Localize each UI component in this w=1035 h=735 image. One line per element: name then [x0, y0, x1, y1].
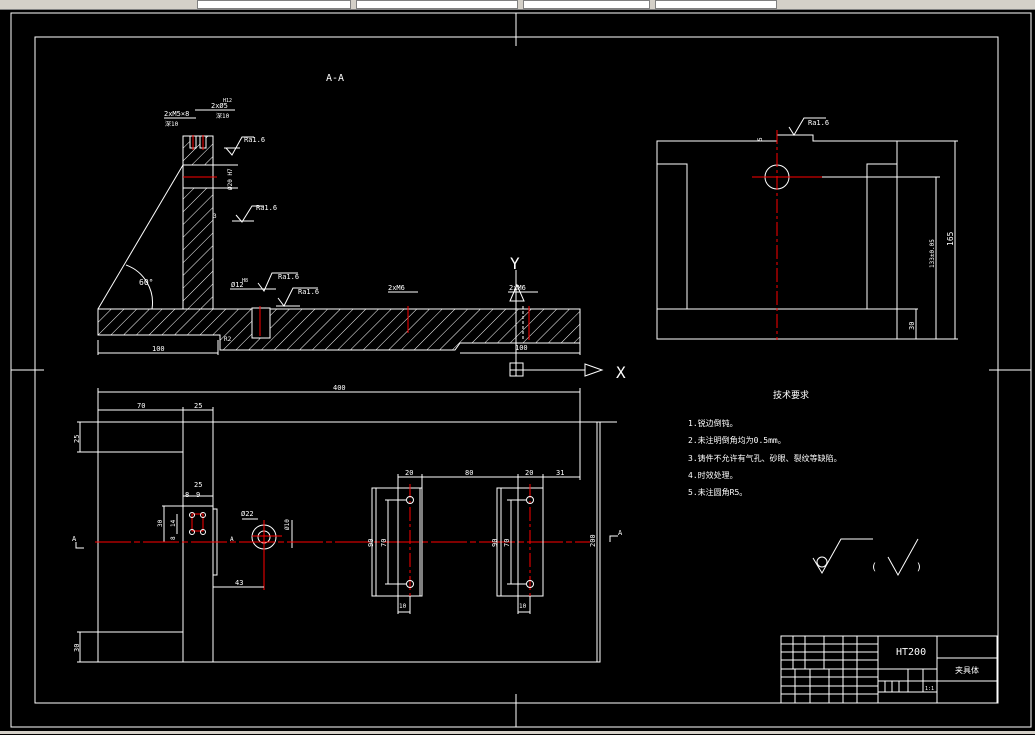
dim-70: 70 [137, 402, 145, 410]
callout-depth: 深10 [165, 120, 179, 128]
dim-43: 43 [235, 579, 243, 587]
dim-31: 31 [556, 469, 564, 477]
callout-h12: H12 [223, 98, 232, 104]
color-dropdown[interactable] [356, 0, 518, 9]
dim-25-left: 25 [73, 435, 81, 443]
general-roughness-icon [812, 538, 919, 577]
roughness-symbol [276, 287, 318, 307]
dim-200: 200 [589, 534, 597, 547]
material-label: HT200 [896, 647, 926, 658]
thread-callout: 2xM6 [388, 284, 405, 292]
dim-30-bottom: 30 [73, 644, 81, 652]
center-marks [11, 13, 1031, 727]
tech-requirement-item: 5.未注圆角R5。 [688, 487, 747, 497]
tech-requirement-item: 2.未注明倒角均为0.5mm。 [688, 435, 786, 445]
part-name: 夹具体 [955, 665, 979, 675]
roughness-label: Ra1.6 [256, 204, 277, 212]
dim-70a: 70 [380, 539, 388, 547]
dim-70b: 70 [503, 539, 511, 547]
y-axis-label: Y [510, 254, 520, 273]
angle-label: 60° [139, 278, 153, 287]
dim-10a: 10 [399, 603, 407, 610]
dim-90b: 90 [491, 539, 499, 547]
dim-14: 14 [170, 519, 177, 527]
dim-90a: 90 [367, 539, 375, 547]
callout-depth-2: 深10 [216, 112, 230, 120]
dim-25-small: 25 [194, 481, 202, 489]
title-block [780, 635, 998, 704]
dim-3: 3 [213, 213, 217, 220]
dim-20b: 20 [525, 469, 533, 477]
ucs-axis-icon [509, 270, 604, 377]
roughness-label: Ra1.6 [278, 273, 299, 281]
dim-10b: 10 [519, 603, 527, 610]
roughness-label: Ra1.6 [298, 288, 319, 296]
dim-20a: 20 [405, 469, 413, 477]
status-bar [0, 731, 1035, 734]
x-axis-label: X [616, 363, 626, 382]
tech-requirement-item: 1.锐边倒钝。 [688, 418, 738, 428]
scale-label: 1:1 [925, 686, 934, 692]
dim-25-top: 25 [194, 402, 202, 410]
callout-phi5: 2xØ5 [211, 102, 228, 110]
section-view: 60° 100 R2 100 2xM5×8 深10 2xØ5 H12 深10 R… [97, 98, 581, 355]
dim-8b: 8 [170, 536, 177, 540]
roughness-symbol [257, 272, 298, 292]
dim-8: 8 [185, 491, 189, 499]
dim-30-side: 30 [908, 322, 916, 330]
hole-tol: H8 [242, 278, 248, 284]
paren-open: ( [871, 562, 877, 573]
dim-phi10: Ø10 [284, 519, 291, 530]
height-dim: Ø20 H7 [227, 168, 234, 190]
dim-9: 9 [196, 491, 200, 499]
section-mark-mid: A [230, 536, 234, 543]
roughness-symbol [232, 205, 264, 223]
dim-phi22: Ø22 [241, 510, 254, 518]
dim-165: 165 [946, 231, 955, 246]
tech-requirements-title: 技术要求 [773, 389, 809, 401]
dim-400: 400 [333, 384, 346, 392]
dim-5: 5 [757, 137, 764, 141]
callout-m5: 2xM5×8 [164, 110, 189, 118]
tech-requirement-item: 3.铸件不允许有气孔、砂眼、裂纹等缺陷。 [688, 453, 842, 463]
side-view [656, 117, 958, 340]
dim-100-right: 100 [515, 344, 528, 352]
paren-close: ) [916, 562, 922, 573]
layer-dropdown[interactable] [197, 0, 351, 9]
roughness-label: Ra1.6 [244, 136, 265, 144]
dim-r2: R2 [224, 336, 232, 343]
toolbar [0, 0, 1035, 10]
thread-callout: 2xM6 [509, 284, 526, 292]
plan-view [75, 388, 618, 663]
section-mark-right: A [618, 529, 623, 537]
side-roughness: Ra1.6 [808, 119, 829, 127]
dim-100-left: 100 [152, 345, 165, 353]
hole-dim: Ø12 [231, 281, 244, 289]
dim-133: 133±0.05 [929, 239, 936, 268]
section-mark-left: A [72, 535, 77, 543]
linetype-dropdown[interactable] [523, 0, 650, 9]
dim-30: 30 [157, 519, 164, 527]
roughness-symbol [224, 136, 254, 156]
roughness-symbol [788, 117, 826, 136]
section-label: A-A [326, 73, 344, 84]
tech-requirement-item: 4.时效处理。 [688, 470, 738, 480]
dim-80: 80 [465, 469, 473, 477]
drawing-canvas[interactable]: A-A 60° 100 R2 100 [0, 10, 1035, 731]
lineweight-dropdown[interactable] [655, 0, 777, 9]
